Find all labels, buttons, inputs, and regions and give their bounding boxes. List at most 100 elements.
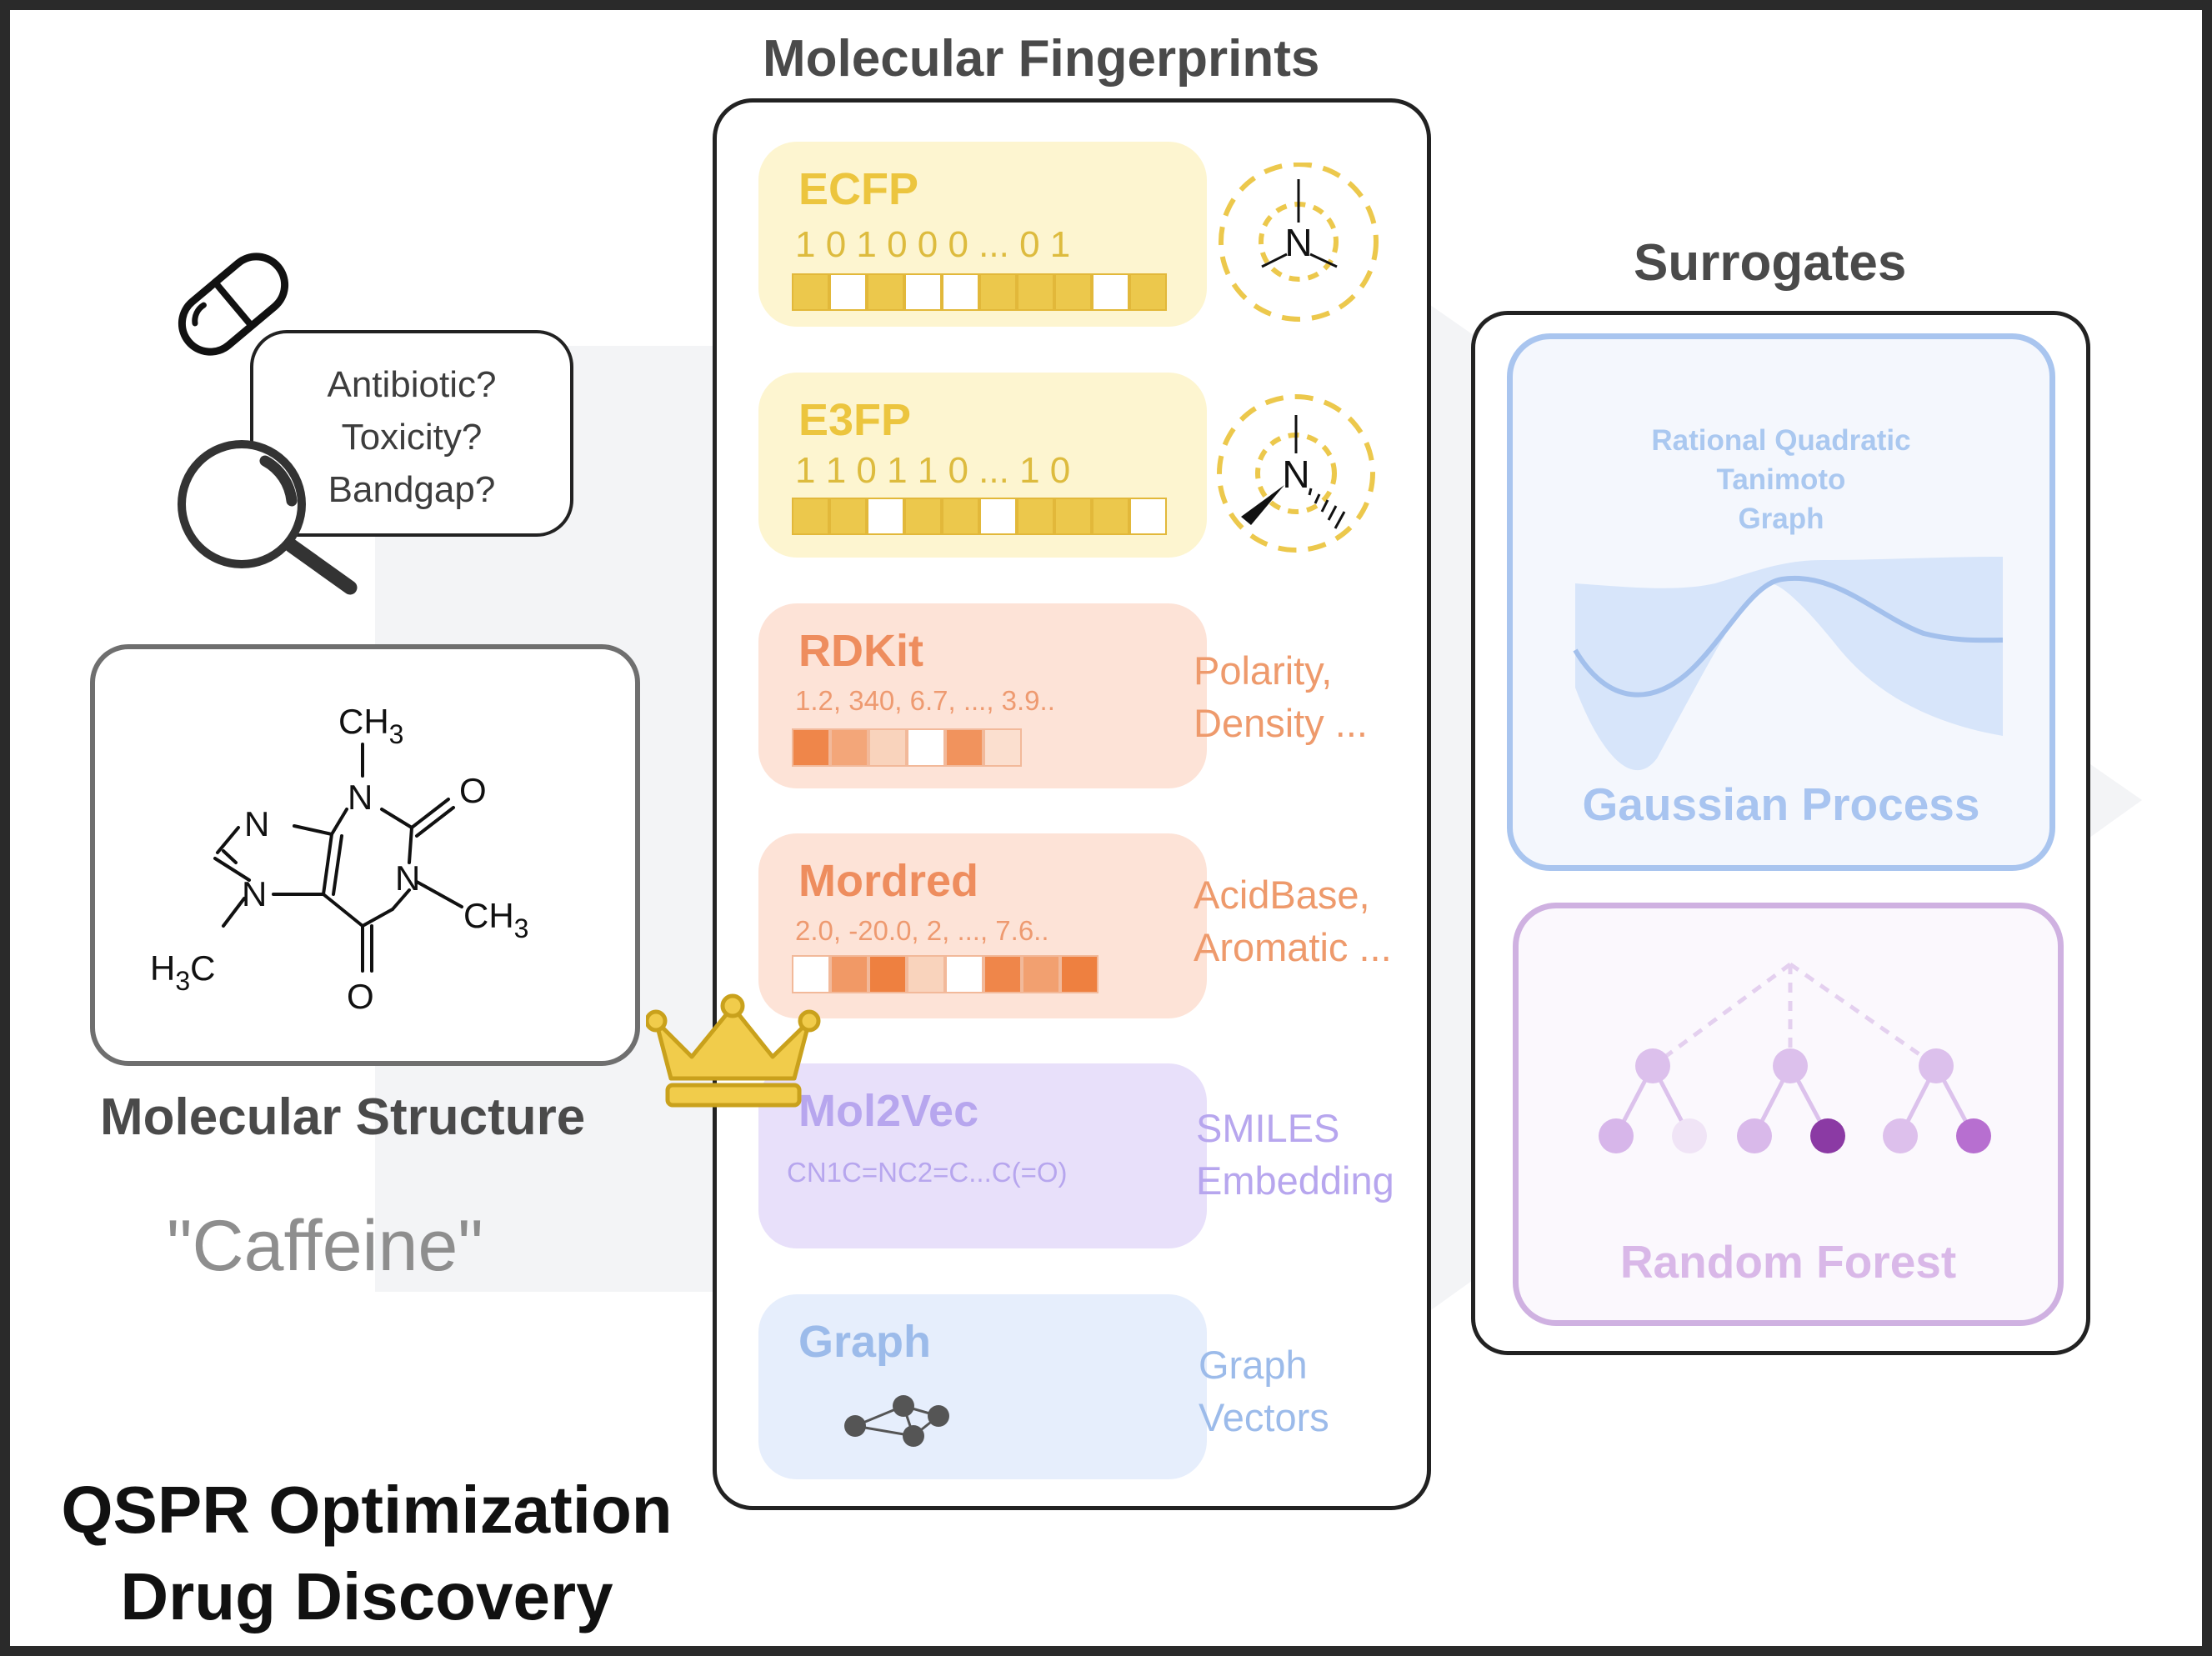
graph-description-line2: Vectors: [1199, 1395, 1329, 1439]
molecule-name: "Caffeine": [167, 1206, 483, 1286]
mordred-cell-0: [792, 955, 830, 993]
mordred-cell-1: [830, 955, 868, 993]
gp-kernel-tanimoto: Tanimoto: [1716, 463, 1846, 496]
graph-description-line1: Graph: [1199, 1343, 1308, 1387]
ecfp-cell-1: [829, 273, 867, 311]
rdkit-cell-2: [868, 728, 907, 767]
bottom-title-line1: QSPR Optimization: [61, 1473, 673, 1547]
mol2vec-description: SMILES Embedding: [1196, 1102, 1394, 1207]
e3fp-cell-8: [1092, 498, 1129, 535]
mol2vec-description-line2: Embedding: [1196, 1158, 1394, 1203]
ecfp-cell-8: [1092, 273, 1129, 311]
ecfp-cell-4: [942, 273, 979, 311]
methyl-top-label: CH: [338, 702, 389, 741]
e3fp-cell-5: [979, 498, 1017, 535]
mol2vec-smiles: CN1C=NC2=C...C(=O): [787, 1157, 1068, 1188]
methyl-left-h: H: [150, 948, 175, 988]
rdkit-cell-4: [945, 728, 983, 767]
rdkit-cell-0: [792, 728, 830, 767]
mordred-cell-7: [1060, 955, 1098, 993]
e3fp-cell-4: [942, 498, 979, 535]
fingerprint-ecfp: ECFP 1 0 1 0 0 0 ... 0 1: [758, 142, 1207, 327]
fingerprints-heading: Molecular Fingerprints: [763, 30, 1320, 88]
e3fp-cell-2: [867, 498, 904, 535]
nitrogen-2: N: [395, 858, 420, 898]
mordred-description-line1: AcidBase,: [1194, 873, 1370, 917]
e3fp-title: E3FP: [798, 395, 912, 445]
e3fp-cell-6: [1017, 498, 1054, 535]
ecfp-cell-5: [979, 273, 1017, 311]
methyl-top-subscript: 3: [389, 719, 404, 749]
ecfp-cell-9: [1129, 273, 1167, 311]
mordred-description-line2: Aromatic ...: [1194, 925, 1392, 969]
e3fp-bit-bar: [792, 498, 1167, 535]
oxygen-2: O: [347, 977, 374, 1016]
e3fp-cell-9: [1129, 498, 1167, 535]
fingerprint-mol2vec: Mol2Vec CN1C=NC2=C...C(=O): [758, 1063, 1207, 1248]
e3fp-atom-label: N: [1282, 453, 1309, 496]
e3fp-cell-1: [829, 498, 867, 535]
ecfp-cell-0: [792, 273, 829, 311]
rdkit-cell-1: [830, 728, 868, 767]
fingerprint-rdkit: RDKit 1.2, 340, 6.7, ..., 3.9..: [758, 603, 1207, 788]
e3fp-cell-3: [904, 498, 942, 535]
ecfp-title: ECFP: [798, 164, 919, 214]
ecfp-atom-label: N: [1284, 221, 1312, 264]
fingerprint-graph: Graph: [758, 1294, 1207, 1479]
magnifier-icon: [178, 440, 358, 595]
graph-molecule-icon: [844, 1395, 949, 1447]
rdkit-description-line1: Polarity,: [1194, 648, 1333, 693]
mordred-cell-3: [907, 955, 945, 993]
gp-kernel-list: Rational Quadratic Tanimoto Graph: [1507, 421, 2055, 538]
e3fp-cell-0: [792, 498, 829, 535]
random-forest-trees: [1599, 962, 1991, 1153]
ecfp-cell-6: [1017, 273, 1054, 311]
fingerprints-panel: [713, 98, 1431, 1510]
e3fp-cell-7: [1054, 498, 1092, 535]
graph-description: Graph Vectors: [1199, 1338, 1329, 1443]
ecfp-radius-icon: N: [1219, 163, 1379, 322]
nitrogen-4: N: [242, 874, 267, 913]
mordred-descriptor-bar: [792, 955, 1098, 993]
e3fp-radius-icon: N: [1217, 394, 1375, 553]
mol2vec-description-line1: SMILES: [1196, 1106, 1340, 1150]
e3fp-bits: 1 1 0 1 1 0 ... 1 0: [795, 450, 1071, 491]
nitrogen-3: N: [244, 804, 269, 843]
fingerprint-mordred: Mordred 2.0, -20.0, 2, ..., 7.6..: [758, 833, 1207, 1018]
svg-text:CH3: CH3: [338, 702, 403, 749]
mordred-cell-6: [1022, 955, 1060, 993]
bottom-title: QSPR Optimization Drug Discovery: [17, 1467, 717, 1640]
ecfp-cell-3: [904, 273, 942, 311]
fingerprint-e3fp: E3FP 1 1 0 1 1 0 ... 1 0: [758, 373, 1207, 558]
oxygen-1: O: [459, 771, 487, 810]
methyl-left-c: C: [190, 948, 215, 988]
molecular-structure-label: Molecular Structure: [100, 1088, 586, 1146]
bottom-title-line2: Drug Discovery: [120, 1559, 613, 1633]
molecule-card: [90, 644, 640, 1066]
rdkit-description-line2: Density ...: [1194, 701, 1368, 745]
surrogates-heading: Surrogates: [1634, 234, 1907, 292]
svg-text:H3C: H3C: [150, 948, 215, 996]
question-toxicity: Toxicity?: [341, 417, 483, 458]
mordred-description: AcidBase, Aromatic ...: [1194, 868, 1392, 973]
mordred-cell-4: [945, 955, 983, 993]
methyl-left-subscript: 3: [175, 966, 190, 996]
mordred-cell-5: [983, 955, 1022, 993]
gp-uncertainty-plot: [1573, 557, 2004, 771]
ecfp-cell-7: [1054, 273, 1092, 311]
rdkit-description: Polarity, Density ...: [1194, 644, 1368, 749]
mordred-cell-2: [868, 955, 907, 993]
methyl-right-subscript: 3: [514, 913, 529, 943]
ecfp-cell-2: [867, 273, 904, 311]
pill-icon: [178, 253, 289, 356]
gp-kernel-graph: Graph: [1738, 503, 1824, 535]
nitrogen-1: N: [348, 778, 373, 817]
gp-kernel-rational-quadratic: Rational Quadratic: [1651, 424, 1911, 457]
mordred-title: Mordred: [798, 856, 978, 906]
question-antibiotic: Antibiotic?: [327, 364, 497, 405]
methyl-right-label: CH: [463, 896, 514, 935]
question-bandgap: Bandgap?: [328, 469, 496, 510]
graph-title: Graph: [798, 1317, 932, 1367]
rdkit-title: RDKit: [798, 626, 923, 676]
